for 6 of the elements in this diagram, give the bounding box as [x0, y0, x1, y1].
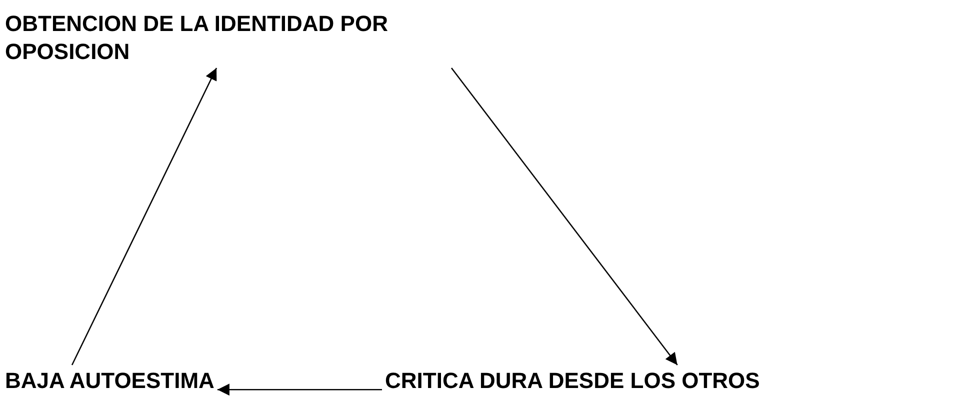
node-label: OBTENCION DE LA IDENTIDAD POR OPOSICION	[5, 10, 475, 66]
arrow	[217, 384, 382, 396]
arrow	[71, 68, 218, 366]
arrow	[450, 68, 678, 366]
node-label: CRITICA DURA DESDE LOS OTROS	[385, 367, 760, 395]
node-label: BAJA AUTOESTIMA	[5, 367, 214, 395]
